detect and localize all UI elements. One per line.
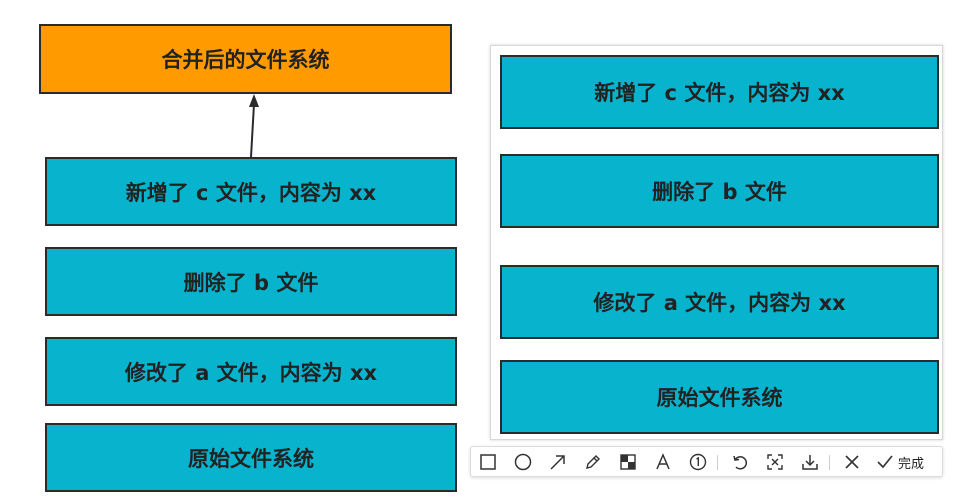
done-label: 完成 (898, 456, 925, 472)
merged-filesystem-label: 合并后的文件系统 (161, 48, 330, 72)
capture-layer-add-c: 新增了 c 文件，内容为 xx (500, 55, 939, 129)
rectangle-icon[interactable] (477, 451, 499, 473)
mosaic-icon[interactable] (617, 451, 639, 473)
screenshot-toolbar: 完成 (470, 446, 943, 477)
toolbar-separator (829, 455, 830, 470)
merged-filesystem-box: 合并后的文件系统 (39, 24, 452, 94)
number-icon[interactable] (687, 451, 709, 473)
capture-layer-modify-a: 修改了 a 文件，内容为 xx (500, 265, 939, 339)
done-button[interactable]: 完成 (875, 451, 924, 473)
arrow-icon[interactable] (547, 451, 569, 473)
pencil-icon[interactable] (582, 451, 604, 473)
capture-layer-original: 原始文件系统 (500, 360, 939, 434)
layer-label: 修改了 a 文件，内容为 xx (124, 360, 378, 385)
layer-label: 原始文件系统 (656, 386, 783, 410)
undo-icon[interactable] (729, 451, 751, 473)
pin-icon[interactable] (764, 451, 786, 473)
layer-modify-a: 修改了 a 文件，内容为 xx (45, 337, 457, 406)
close-icon[interactable] (841, 451, 863, 473)
toolbar-separator (717, 455, 718, 470)
layer-original: 原始文件系统 (45, 423, 457, 492)
ellipse-icon[interactable] (512, 451, 534, 473)
capture-layer-delete-b: 删除了 b 文件 (500, 154, 939, 228)
layer-label: 删除了 b 文件 (652, 180, 787, 204)
layer-label: 删除了 b 文件 (183, 270, 319, 295)
text-icon[interactable] (652, 451, 674, 473)
check-icon (877, 455, 893, 469)
layer-delete-b: 删除了 b 文件 (45, 247, 457, 316)
layer-label: 新增了 c 文件，内容为 xx (594, 81, 845, 105)
download-icon[interactable] (799, 451, 821, 473)
layer-label: 修改了 a 文件，内容为 xx (593, 291, 846, 315)
layer-add-c: 新增了 c 文件，内容为 xx (45, 157, 457, 226)
layer-label: 新增了 c 文件，内容为 xx (125, 180, 377, 205)
layer-label: 原始文件系统 (188, 446, 314, 471)
